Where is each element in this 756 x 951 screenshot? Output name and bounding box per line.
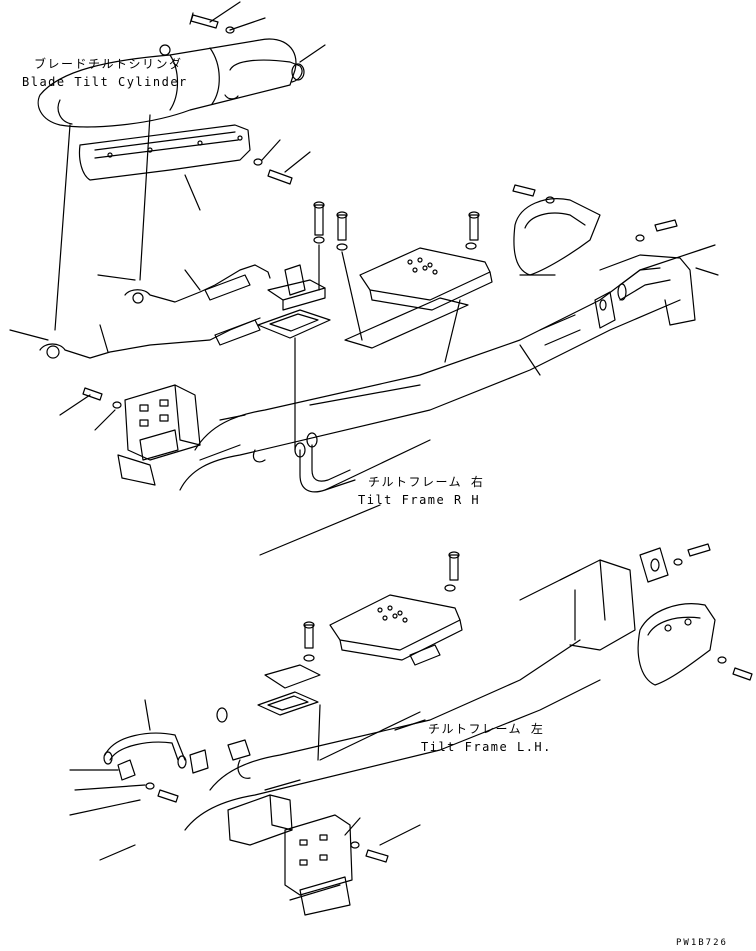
guard-cover-rh	[513, 198, 601, 276]
frame-bolt-1	[313, 201, 325, 291]
gasket-lh	[257, 664, 321, 761]
drawing-code: PW1B726	[676, 938, 728, 948]
hose-lower	[9, 317, 261, 359]
cylinder-bolt	[189, 1, 266, 34]
blade-tilt-cylinder-label-en: Blade Tilt Cylinder	[22, 75, 188, 89]
fitting-rh	[594, 267, 671, 329]
tilt-frame-rh-label-jp: チルトフレーム 右	[368, 475, 485, 489]
hose-upper	[97, 264, 271, 304]
guard-cover-lh	[637, 603, 716, 686]
blade-tilt-cylinder	[37, 38, 305, 128]
stopper-block-lh	[227, 794, 353, 916]
flange-block	[257, 264, 331, 451]
tilt-frame-lh-label-jp: チルトフレーム 左	[428, 722, 545, 736]
step-plate-lh	[329, 594, 463, 666]
stopper-bolt-lh	[74, 782, 421, 863]
step-plate-rh	[344, 247, 493, 363]
tilt-frame-rh-label-en: Tilt Frame R H	[358, 493, 481, 507]
guard-bolt	[253, 139, 311, 185]
frame-bolt-2	[336, 211, 363, 341]
frame-bolt-lh	[303, 551, 460, 662]
frame-hose-rh	[294, 314, 581, 493]
stopper-block-rh	[117, 384, 201, 486]
bar-handle-lh	[103, 699, 187, 769]
blade-tilt-cylinder-label-jp: ブレードチルトシリンダ	[34, 57, 183, 71]
tilt-frame-rh	[179, 249, 701, 491]
tilt-frame-lh-label-en: Tilt Frame L.H.	[421, 740, 552, 754]
cylinder-guard	[78, 124, 251, 211]
stopper-bolt-rh	[59, 387, 122, 431]
tilt-frame-lh	[184, 559, 636, 831]
frame-bolt-3	[465, 211, 480, 250]
fitting-lh	[69, 707, 251, 781]
guard-bolt-rh	[512, 184, 678, 242]
guard-bolt-lh	[639, 543, 753, 681]
